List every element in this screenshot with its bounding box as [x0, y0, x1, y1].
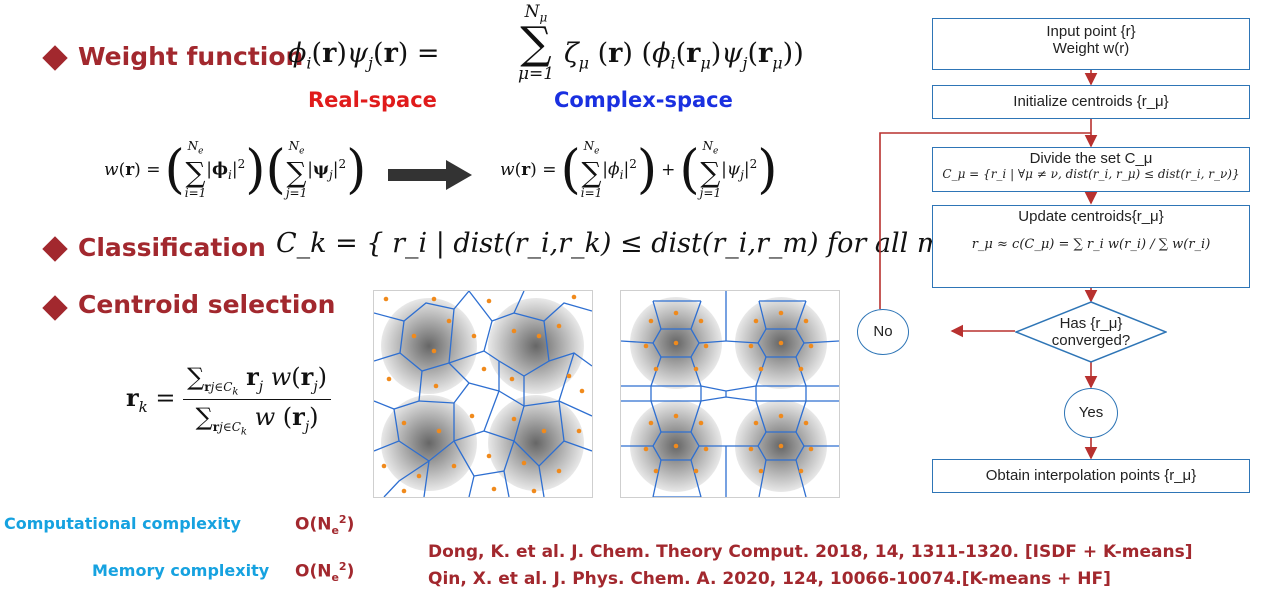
flow-decision-line1: Has {r_μ}	[1059, 315, 1123, 332]
weight-sum-formula: w(r) = ( Ne∑i=1 |ϕi|2 ) + ( Ne∑j=1 |ψj|2…	[500, 139, 778, 200]
flow-divide-line2: C_μ = {r_i | ∀μ ≠ ν, dist(r_i, r_μ) ≤ di…	[942, 167, 1240, 181]
centroid-selection-heading: Centroid selection	[78, 290, 336, 319]
flow-decision-line2: converged?	[1051, 332, 1131, 349]
flow-input-line2: Weight w(r)	[1052, 40, 1130, 57]
memory-complexity-value: O(Ne2)	[295, 560, 355, 585]
voronoi-diagram-initial	[373, 290, 593, 498]
flow-decision-diamond	[1015, 301, 1167, 363]
reference-2: Qin, X. et al. J. Phys. Chem. A. 2020, 1…	[428, 569, 1111, 589]
flow-input-line1: Input point {r}	[1046, 23, 1136, 40]
flow-yes-circle: Yes	[1064, 388, 1118, 438]
bullet-diamond-icon	[42, 295, 68, 321]
memory-complexity-label: Memory complexity	[92, 561, 270, 580]
real-space-label: Real-space	[308, 88, 437, 112]
voronoi-diagram-converged	[620, 291, 840, 498]
flow-input-box: Input point {r} Weight w(r)	[932, 18, 1250, 70]
flow-yes-label: Yes	[1078, 404, 1104, 421]
centroid-formula: rk = ∑rj∈Ck rj w(rj) ∑rj∈Ck w (rj)	[126, 362, 332, 437]
bullet-diamond-icon	[42, 236, 68, 262]
flow-divide-box: Divide the set C_μ C_μ = {r_i | ∀μ ≠ ν, …	[932, 147, 1250, 192]
weight-equation-rhs: ζμ (r) (ϕi(rμ)ψj(rμ))	[564, 38, 804, 73]
classification-heading: Classification	[78, 233, 266, 262]
flow-obtain-label: Obtain interpolation points {r_μ}	[985, 467, 1197, 484]
flow-no-label: No	[873, 323, 893, 340]
voronoi-panel-converged	[620, 290, 840, 498]
weight-equation-lhs: ϕi(r)ψj(r) =	[288, 38, 440, 73]
classification-formula: C_k = { r_i | dist(r_i,r_k) ≤ dist(r_i,r…	[276, 228, 1025, 259]
transform-arrow-icon	[388, 160, 472, 190]
flow-divide-line1: Divide the set C_μ	[1029, 150, 1153, 167]
summation-symbol: Nμ ∑ μ=1	[517, 2, 555, 85]
reference-1: Dong, K. et al. J. Chem. Theory Comput. …	[428, 542, 1193, 562]
weight-product-formula: w(r) = ( Ne∑i=1 |ϕi|2 )( Ne∑j=1 |ψj|2 )	[104, 139, 367, 200]
flow-update-line1: Update centroids{r_μ}	[1018, 208, 1164, 225]
computational-complexity-label: Computational complexity	[4, 514, 241, 533]
flow-init-label: Initialize centroids {r_μ}	[1013, 93, 1169, 110]
flow-decision-text: Has {r_μ} converged?	[1015, 315, 1167, 349]
flow-obtain-box: Obtain interpolation points {r_μ}	[932, 459, 1250, 493]
computational-complexity-value: O(Ne2)	[295, 513, 355, 538]
flow-init-box: Initialize centroids {r_μ}	[932, 85, 1250, 119]
weight-function-heading: Weight function	[78, 42, 304, 71]
flow-no-circle: No	[857, 309, 909, 355]
complex-space-label: Complex-space	[554, 88, 733, 112]
flowchart-connectors	[879, 70, 1098, 460]
flow-update-box: Update centroids{r_μ} r_μ ≈ c(C_μ) = ∑ r…	[932, 205, 1250, 288]
voronoi-panel-initial	[373, 290, 593, 498]
flow-update-line2: r_μ ≈ c(C_μ) = ∑ r_i w(r_i) / ∑ w(r_i)	[971, 237, 1211, 252]
bullet-diamond-icon	[42, 45, 68, 71]
